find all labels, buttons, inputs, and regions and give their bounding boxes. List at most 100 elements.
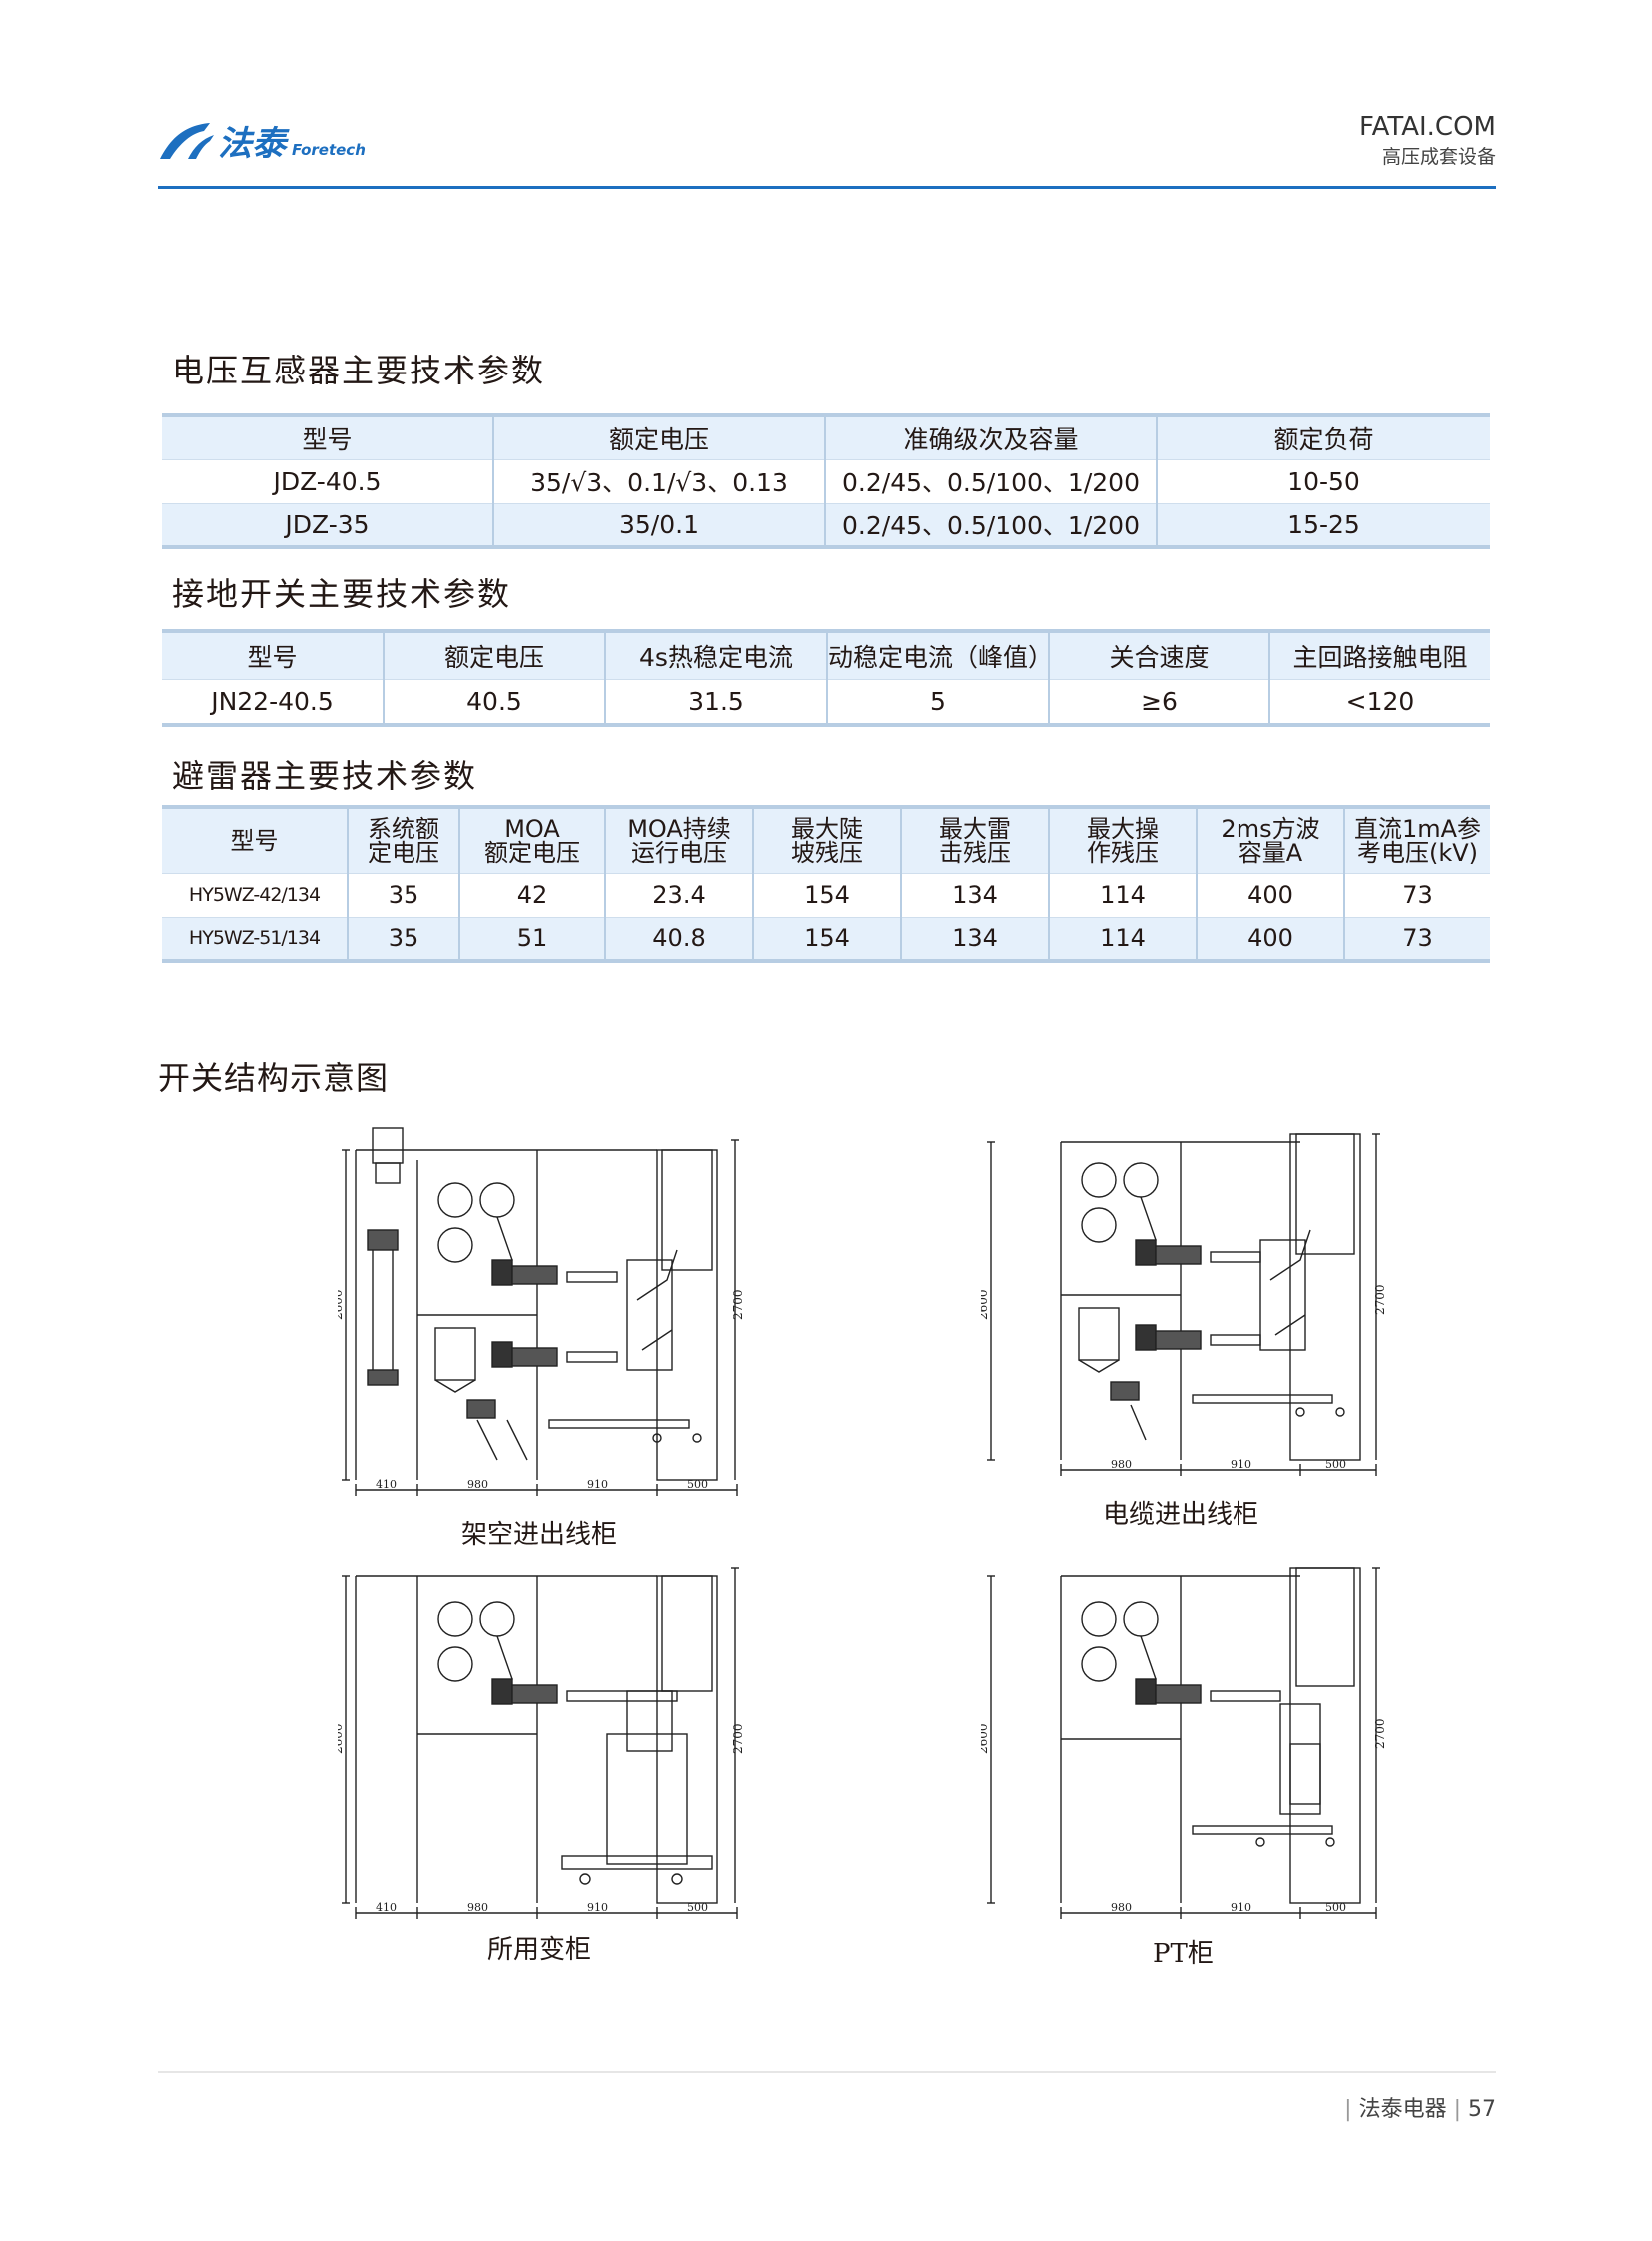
dim-height-right: 2700 [731,1289,745,1320]
table-cell: JDZ-35 [162,502,493,547]
pt-cabinet-diagram: 2600 2700 980 910 500 [981,1567,1387,1919]
dim-label: 500 [687,1901,708,1914]
table-header: 2ms方波容量A [1196,807,1344,873]
table-row: JDZ-35 35/0.1 0.2/45、0.5/100、1/200 15-25 [162,502,1490,547]
cable-cabinet-diagram: 2600 2700 980 910 500 [981,1133,1387,1476]
table-cell: 114 [1048,916,1197,961]
table-cell: 40.8 [604,916,753,961]
table-cell: HY5WZ-51/134 [162,916,348,961]
station-transformer-cabinet-caption: 所用变柜 [487,1935,592,1965]
station-transformer-cabinet-diagram: 2600 2700 410 980 910 500 [338,1567,745,1919]
table-header: 最大操作残压 [1048,807,1197,873]
table-cell: JDZ-40.5 [162,458,493,503]
page-footer: | 法泰电器 | 57 [1344,2097,1496,2122]
struct-section-title: 开关结构示意图 [158,1059,390,1097]
dim-label: 980 [1111,1901,1132,1914]
table-header: 准确级次及容量 [824,415,1157,459]
dim-label: 910 [1231,1901,1251,1914]
table-cell: 42 [458,872,605,917]
table-cell: 0.2/45、0.5/100、1/200 [824,502,1157,547]
dim-height-right: 2700 [1373,1718,1387,1749]
dim-height-right: 2700 [1373,1284,1387,1315]
dim-height-left: 2600 [981,1289,990,1320]
table-cell: 35/√3、0.1/√3、0.13 [492,458,825,503]
dim-label: 980 [467,1901,488,1914]
es-spec-table: 型号 额定电压 4s热稳定电流 动稳定电流（峰值） 关合速度 主回路接触电阻 J… [162,629,1490,727]
la-section-title: 避雷器主要技术参数 [172,757,478,795]
table-cell: 154 [752,872,901,917]
table-cell: 5 [826,678,1049,725]
table-row: JDZ-40.5 35/√3、0.1/√3、0.13 0.2/45、0.5/10… [162,458,1490,503]
dim-label: 910 [587,1478,608,1491]
table-cell: 15-25 [1156,502,1490,547]
table-cell: 73 [1343,872,1490,917]
brand-logo: 法泰 Foretech [158,115,398,165]
table-cell: 400 [1196,916,1344,961]
dim-label: 910 [587,1901,608,1914]
dim-label: 500 [1325,1901,1346,1914]
dim-label: 500 [687,1478,708,1491]
dim-height-left: 2600 [981,1723,990,1754]
footer-text: 法泰电器 [1358,2097,1447,2122]
es-section-title: 接地开关主要技术参数 [172,575,512,613]
table-row: HY5WZ-51/134 35 51 40.8 154 134 114 400 … [162,916,1490,961]
vt-section-title: 电压互感器主要技术参数 [172,352,546,389]
table-header: 型号 [162,631,384,679]
table-header: 关合速度 [1048,631,1269,679]
table-cell: HY5WZ-42/134 [162,872,348,917]
table-header: 系统额定电压 [347,807,459,873]
dim-height-left: 2600 [338,1289,345,1320]
table-cell: 23.4 [604,872,753,917]
table-header: 额定电压 [383,631,605,679]
dim-label: 980 [1111,1458,1132,1471]
site-name: FATAI.COM [1359,112,1496,142]
table-cell: 35 [347,916,459,961]
vt-spec-table: 型号 额定电压 准确级次及容量 额定负荷 JDZ-40.5 35/√3、0.1/… [162,413,1490,549]
table-header: 额定负荷 [1156,415,1490,459]
table-cell: 73 [1343,916,1490,961]
table-header: 额定电压 [492,415,825,459]
table-header: 型号 [162,807,348,873]
dim-height-left: 2600 [338,1723,345,1754]
logo-cn: 法泰 [218,124,290,164]
table-cell: 51 [458,916,605,961]
table-cell: 134 [900,916,1049,961]
table-header: 4s热稳定电流 [604,631,827,679]
table-header: 最大雷击残压 [900,807,1049,873]
table-cell: 134 [900,872,1049,917]
overhead-cabinet-diagram: 2600 2700 410 980 910 500 [338,1127,745,1496]
table-header: 型号 [162,415,493,459]
table-header: 主回路接触电阻 [1268,631,1490,679]
dim-label: 910 [1231,1458,1251,1471]
table-cell: 10-50 [1156,458,1490,503]
table-cell: 40.5 [383,678,605,725]
cable-cabinet-caption: 电缆进出线柜 [1103,1500,1259,1530]
table-row: HY5WZ-42/134 35 42 23.4 154 134 114 400 … [162,872,1490,917]
site-subtitle: 高压成套设备 [1381,146,1496,168]
overhead-cabinet-caption: 架空进出线柜 [461,1520,618,1550]
header-divider [158,186,1496,189]
table-cell: 0.2/45、0.5/100、1/200 [824,458,1157,503]
table-cell: 35 [347,872,459,917]
dim-label: 980 [467,1478,488,1491]
table-cell: 31.5 [604,678,827,725]
dim-label: 500 [1325,1458,1346,1471]
table-header: 动稳定电流（峰值） [826,631,1053,679]
dim-label: 410 [376,1901,397,1914]
table-cell: 400 [1196,872,1344,917]
footer-divider [158,2071,1496,2073]
dim-label: 410 [376,1478,397,1491]
table-cell: JN22-40.5 [162,678,384,725]
table-cell: ≥6 [1048,678,1269,725]
table-header: 最大陡坡残压 [752,807,901,873]
table-header: 直流1mA参考电压(kV) [1343,807,1490,873]
table-cell: 35/0.1 [492,502,825,547]
table-cell: 114 [1048,872,1197,917]
logo-en: Foretech [292,141,366,159]
table-cell: <120 [1268,678,1490,725]
pt-cabinet-caption: PT柜 [1153,1939,1214,1969]
table-header: MOA持续运行电压 [604,807,753,873]
dim-height-right: 2700 [731,1723,745,1754]
